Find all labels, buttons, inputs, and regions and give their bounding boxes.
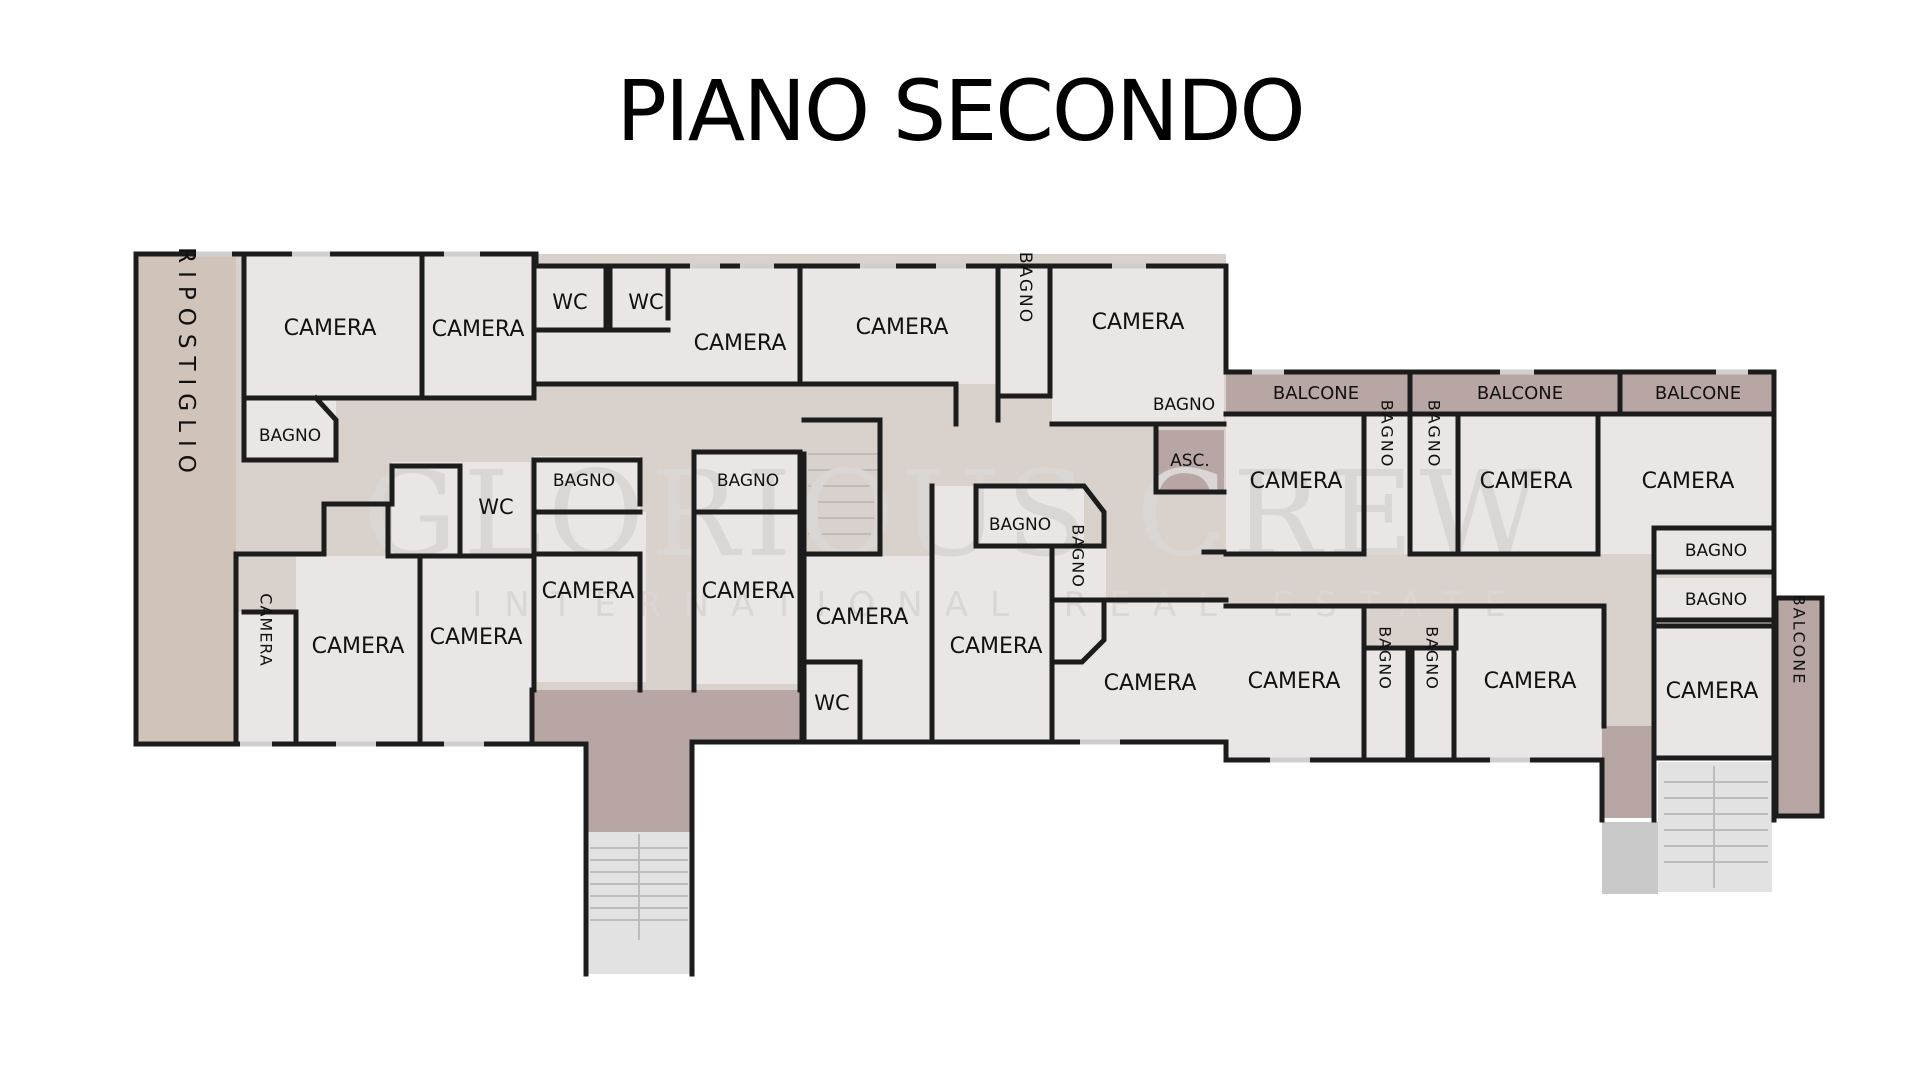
label-camera-4: CAMERA bbox=[856, 315, 949, 340]
label-camera-12: CAMERA bbox=[1104, 671, 1197, 696]
label-bagno-1: BAGNO bbox=[259, 426, 321, 446]
balcony-area-v bbox=[1776, 598, 1822, 816]
room-labels: RIPOSTIGLIO CAMERA CAMERA WC WC CAMERA C… bbox=[173, 247, 1809, 715]
label-camera-18: CAMERA bbox=[1484, 669, 1577, 694]
label-bagno-sq1: BAGNO bbox=[1153, 395, 1215, 415]
label-camera-2: CAMERA bbox=[432, 317, 525, 342]
elevator-area bbox=[1156, 430, 1224, 492]
label-bagno-v4: BAGNO bbox=[1425, 400, 1444, 469]
storage-area bbox=[138, 256, 236, 742]
label-camera-8: CAMERA bbox=[542, 579, 635, 604]
label-bagno-v3: BAGNO bbox=[1378, 400, 1397, 469]
label-asc: ASC. bbox=[1170, 451, 1210, 471]
landing-south bbox=[532, 690, 802, 742]
balcony-area-2 bbox=[1412, 372, 1618, 412]
label-balcone-2: BALCONE bbox=[1477, 383, 1563, 404]
label-camera-9: CAMERA bbox=[702, 579, 795, 604]
label-bagno-v1: BAGNO bbox=[1015, 252, 1035, 324]
label-wc-2: WC bbox=[628, 290, 663, 314]
label-bagno-6: BAGNO bbox=[1685, 590, 1747, 610]
label-camera-19: CAMERA bbox=[1666, 679, 1759, 704]
stair-shaft-east bbox=[1602, 726, 1654, 818]
label-camera-15: CAMERA bbox=[1480, 469, 1573, 494]
label-bagno-v2: BAGNO bbox=[1069, 524, 1088, 588]
stair-treads bbox=[590, 453, 1768, 940]
label-balcone-v: BALCONE bbox=[1790, 595, 1809, 686]
label-camera-14: CAMERA bbox=[1250, 469, 1343, 494]
label-wc-3: WC bbox=[478, 495, 513, 519]
label-camera-16: CAMERA bbox=[1642, 469, 1735, 494]
label-ripostiglio: RIPOSTIGLIO bbox=[173, 247, 199, 481]
balcony-area-3 bbox=[1622, 372, 1772, 412]
walls bbox=[133, 251, 1825, 977]
label-camera-5: CAMERA bbox=[1092, 310, 1185, 335]
label-balcone-1: BALCONE bbox=[1273, 383, 1359, 404]
label-camera-3: CAMERA bbox=[694, 331, 787, 356]
label-camera-7: CAMERA bbox=[430, 625, 523, 650]
label-bagno-v6: BAGNO bbox=[1423, 626, 1442, 690]
label-wc-4: WC bbox=[814, 691, 849, 715]
label-bagno-vb: CAMERA bbox=[257, 593, 276, 666]
label-balcone-3: BALCONE bbox=[1655, 383, 1741, 404]
label-bagno-4: BAGNO bbox=[989, 515, 1051, 535]
windows bbox=[196, 251, 1748, 763]
label-wc-1: WC bbox=[552, 290, 587, 314]
label-bagno-5: BAGNO bbox=[1685, 541, 1747, 561]
label-camera-11: CAMERA bbox=[950, 634, 1043, 659]
label-bagno-2: BAGNO bbox=[553, 471, 615, 491]
page-title: PIANO SECONDO bbox=[616, 62, 1305, 160]
label-camera-17: CAMERA bbox=[1248, 669, 1341, 694]
label-camera-6: CAMERA bbox=[312, 634, 405, 659]
label-bagno-v5: BAGNO bbox=[1376, 626, 1395, 690]
floor-fills bbox=[136, 254, 1822, 974]
label-bagno-3: BAGNO bbox=[717, 471, 779, 491]
stair-shaft-south bbox=[586, 742, 692, 832]
label-camera-1: CAMERA bbox=[284, 316, 377, 341]
label-camera-10: CAMERA bbox=[816, 605, 909, 630]
watermark: GLORIOUS CREW INTERNATIONAL REAL ESTATE bbox=[363, 445, 1541, 625]
landing-east-grey bbox=[1602, 822, 1658, 894]
balcony-area-1 bbox=[1226, 372, 1408, 412]
